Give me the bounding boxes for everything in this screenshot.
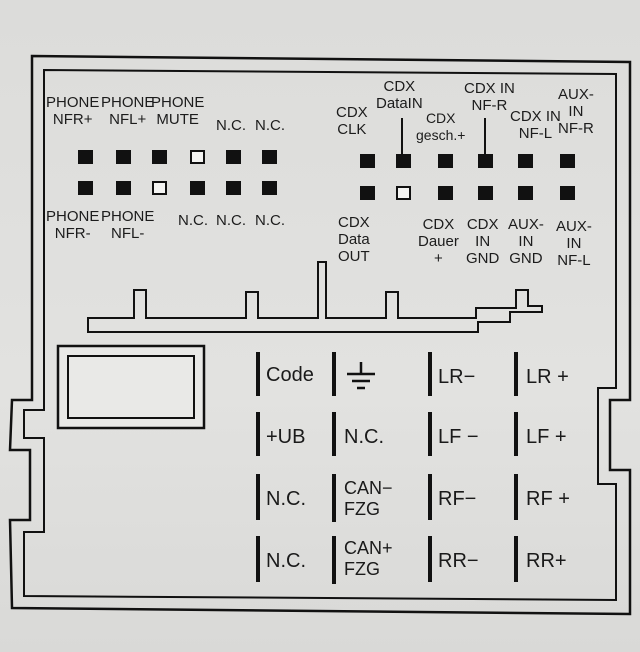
ground-icon [344, 360, 378, 392]
pin [226, 181, 241, 195]
pin-bar [514, 536, 518, 582]
pin [226, 150, 241, 164]
pin-bar [514, 352, 518, 396]
label-nc-bot-3: N.C. [255, 212, 285, 229]
label-phone-nfl-minus: PHONE NFL- [101, 208, 155, 242]
pin [478, 186, 493, 200]
pin-label-can-plus-fzg: CAN+ FZG [344, 538, 393, 579]
pin [116, 150, 131, 164]
pin [396, 154, 411, 168]
leader-line [401, 118, 403, 154]
pin [262, 150, 277, 164]
pin-label-rf-plus: RF + [526, 488, 570, 510]
pin-empty [190, 150, 205, 164]
pin-bar [514, 474, 518, 520]
label-aux-in-nfl: AUX- IN NF-L [556, 218, 592, 269]
pin-label-rr-plus: RR+ [526, 550, 567, 572]
coding-rail [87, 261, 543, 333]
pin-bar [256, 536, 260, 582]
pin-label-nc-3: N.C. [266, 550, 306, 572]
latch-window-outer [56, 344, 206, 430]
pin-label-nc-1: N.C. [344, 426, 384, 448]
housing-outline [8, 54, 632, 616]
pin-label-rr-minus: RR− [438, 550, 479, 572]
pin [478, 154, 493, 168]
pin [190, 181, 205, 195]
label-cdx-gesch: CDX gesch.+ [416, 110, 466, 143]
pin-bar [332, 536, 336, 584]
pin [360, 154, 375, 168]
label-cdx-in-nfl: CDX IN NF-L [510, 108, 561, 142]
label-phone-mute: PHONE MUTE [151, 94, 205, 128]
pin-empty [152, 181, 167, 195]
pin-bar [428, 536, 432, 582]
label-cdx-dauer: CDX Dauer + [418, 216, 459, 267]
housing-inner-outline [23, 68, 617, 602]
pin [262, 181, 277, 195]
label-nc-bot-1: N.C. [178, 212, 208, 229]
label-cdx-in-nfr: CDX IN NF-R [464, 80, 515, 114]
label-aux-in-gnd: AUX- IN GND [508, 216, 544, 267]
latch-window-inner [67, 355, 195, 419]
leader-line [484, 118, 486, 154]
pin-bar [428, 412, 432, 456]
pin [560, 154, 575, 168]
pin [78, 181, 93, 195]
label-phone-nfr-plus: PHONE NFR+ [46, 94, 100, 128]
pin [360, 186, 375, 200]
pin [116, 181, 131, 195]
pin-label-rf-minus: RF− [438, 488, 477, 510]
pin-bar [514, 412, 518, 456]
pin-bar [256, 352, 260, 396]
pin [518, 186, 533, 200]
label-cdx-datain: CDX DataIN [376, 78, 423, 112]
pin-bar [428, 352, 432, 396]
pin-bar [256, 474, 260, 520]
label-phone-nfl-plus: PHONE NFL+ [101, 94, 155, 128]
pin-label-lf-minus: LF − [438, 426, 479, 448]
pin-empty [396, 186, 411, 200]
pin [438, 186, 453, 200]
pin-label-lf-plus: LF + [526, 426, 567, 448]
pin [560, 186, 575, 200]
label-nc-bot-2: N.C. [216, 212, 246, 229]
pin-label-lr-plus: LR + [526, 366, 569, 388]
label-cdx-clk: CDX CLK [336, 104, 368, 138]
pin [152, 150, 167, 164]
pin-label-plus-ub: +UB [266, 426, 306, 448]
pin-label-code: Code [266, 364, 314, 386]
pin-label-lr-minus: LR− [438, 366, 476, 388]
label-phone-nfr-minus: PHONE NFR- [46, 208, 100, 242]
pin-bar [428, 474, 432, 520]
pin-bar [256, 412, 260, 456]
label-nc-top-1: N.C. [216, 117, 246, 134]
label-cdx-in-gnd: CDX IN GND [466, 216, 500, 267]
pin-bar [332, 412, 336, 456]
label-cdx-data-out: CDX Data OUT [338, 214, 370, 265]
pin-label-nc-2: N.C. [266, 488, 306, 510]
pin [78, 150, 93, 164]
label-nc-top-2: N.C. [255, 117, 285, 134]
label-aux-in-nfr: AUX- IN NF-R [558, 86, 594, 137]
pin [518, 154, 533, 168]
pin-bar [332, 474, 336, 522]
pin-label-can-minus-fzg: CAN− FZG [344, 478, 393, 519]
pin [438, 154, 453, 168]
pin-bar [332, 352, 336, 396]
